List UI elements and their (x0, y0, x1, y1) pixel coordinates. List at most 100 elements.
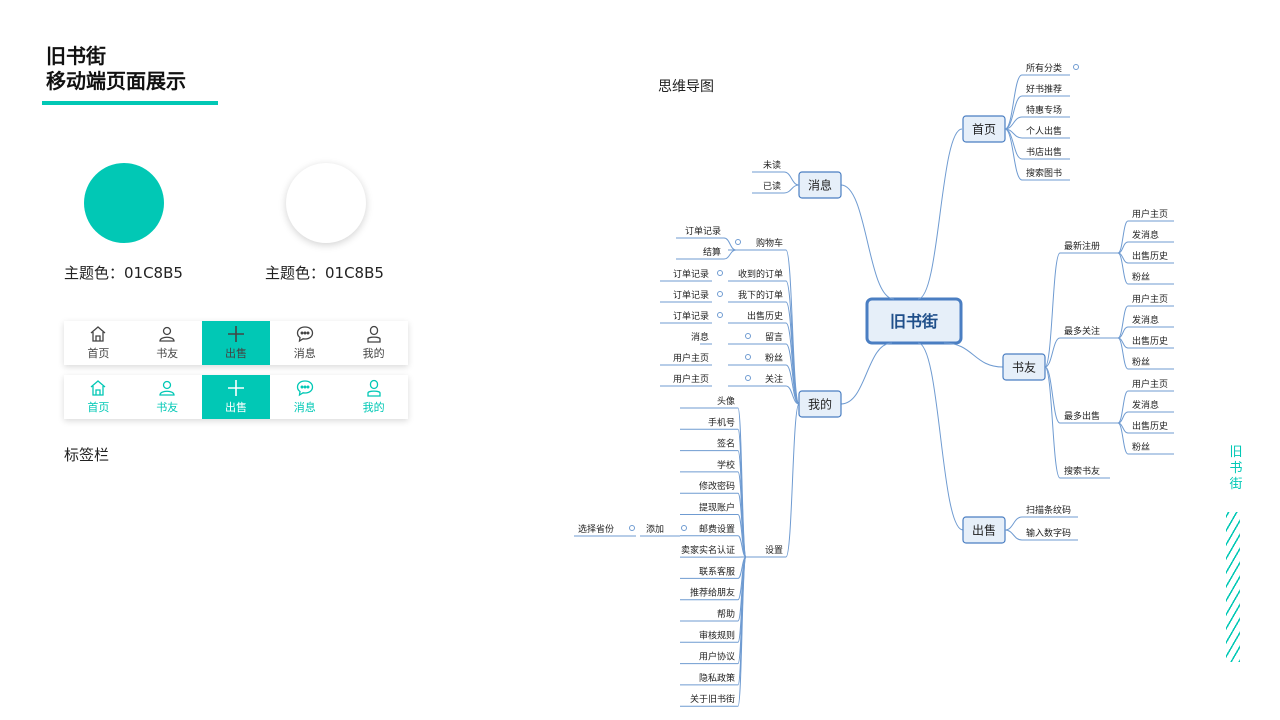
tab-home[interactable]: 首页 (64, 321, 133, 365)
tabbar-caption: 标签栏 (64, 446, 110, 464)
connector-line (1044, 252, 1061, 368)
theme-color-swatch (84, 163, 164, 243)
mine-group-5: 粉丝 (765, 352, 783, 364)
settings-chain-0: 添加 (646, 524, 664, 535)
tabbar-default: 首页 书友 出售 消息 我的 (64, 321, 408, 365)
tab-sell[interactable]: 出售 (201, 321, 271, 365)
tab-home[interactable]: 首页 (64, 375, 133, 419)
connector-line (1004, 95, 1023, 130)
collapse-dot (1073, 64, 1079, 70)
friend-leaf-2-3: 粉丝 (1132, 441, 1150, 453)
settings-leaf-7: 卖家实名认证 (681, 544, 735, 556)
swatch-label-1: 主题色：01C8B5 (64, 264, 183, 282)
tab-sell-label: 出售 (224, 347, 247, 360)
tab-friends-label: 书友 (156, 347, 179, 360)
settings-leaf-14: 关于旧书街 (690, 693, 735, 705)
connector-line (785, 403, 800, 558)
connector-line (723, 237, 737, 251)
connector-line (1044, 366, 1061, 479)
branch-line (917, 342, 964, 531)
tab-sell-label: 出售 (224, 401, 247, 414)
connector-line (1004, 74, 1023, 130)
mine-leaf-0-1: 结算 (703, 246, 721, 258)
mine-leaf-2: 订单记录 (673, 289, 709, 301)
plus-icon (227, 326, 244, 342)
person-icon (366, 325, 381, 343)
mine-group-4: 留言 (765, 331, 783, 343)
tab-messages-label: 消息 (293, 347, 316, 360)
connector-line (1117, 305, 1129, 339)
leaf-msg-1: 已读 (763, 180, 781, 192)
title-underline (42, 101, 218, 105)
mindmap-caption: 思维导图 (658, 79, 714, 95)
leaf-home-1: 好书推荐 (1026, 83, 1062, 95)
title-line2: 移动端页面展示 (46, 69, 186, 93)
connector-line (1004, 128, 1023, 181)
connector-line (1004, 116, 1023, 130)
settings-leaf-9: 推荐给朋友 (690, 587, 735, 599)
friend-search: 搜索书友 (1064, 465, 1100, 477)
tab-friends[interactable]: 书友 (133, 321, 202, 365)
mine-group-2: 我下的订单 (738, 289, 783, 301)
settings-leaf-0: 头像 (717, 395, 735, 407)
node-mine: 我的 (808, 396, 832, 411)
side-vertical-title: 旧书街 (1229, 445, 1243, 492)
settings-leaf-4: 修改密码 (699, 480, 735, 492)
tab-messages[interactable]: 消息 (270, 321, 339, 365)
tab-mine[interactable]: 我的 (339, 375, 408, 419)
tab-mine-label: 我的 (362, 401, 385, 414)
page-title: 旧书街 移动端页面展示 (46, 44, 186, 94)
mine-group-3: 出售历史 (747, 310, 783, 322)
collapse-dot (745, 375, 751, 381)
plus-icon (227, 380, 244, 396)
connector-line (785, 364, 800, 405)
mindmap-root: 旧书街 (890, 312, 938, 331)
mine-group-1: 收到的订单 (738, 268, 783, 280)
friend-leaf-1-3: 粉丝 (1132, 356, 1150, 368)
leaf-home-3: 个人出售 (1026, 125, 1062, 137)
leaf-sell-1: 输入数字码 (1026, 527, 1071, 539)
mindmap-root-box (865, 297, 963, 345)
branch-line (840, 342, 893, 405)
mine-leaf-4: 消息 (691, 331, 709, 343)
friend-leaf-0-3: 粉丝 (1132, 271, 1150, 283)
mine-group-6: 关注 (765, 373, 783, 385)
settings-leaf-11: 审核规则 (699, 629, 735, 641)
branch-line (943, 342, 1004, 368)
node-friends: 书友 (1012, 360, 1036, 374)
tabbar-active: 首页 书友 出售 消息 我的 (64, 375, 408, 419)
connector-line (1004, 516, 1023, 531)
friend-leaf-2-0: 用户主页 (1132, 378, 1168, 390)
tab-friends-label: 书友 (156, 401, 179, 414)
mine-leaf-5: 用户主页 (673, 352, 709, 364)
connector-line (737, 556, 747, 707)
node-sell: 出售 (972, 522, 996, 537)
leaf-home-2: 特惠专场 (1026, 104, 1062, 116)
person-icon (366, 379, 381, 397)
friend-group-1: 最多关注 (1064, 325, 1100, 337)
collapse-dot (629, 525, 635, 531)
tab-messages[interactable]: 消息 (270, 375, 339, 419)
tab-sell[interactable]: 出售 (201, 375, 271, 419)
collapse-dot (745, 333, 751, 339)
friend-leaf-2-1: 发消息 (1132, 399, 1159, 411)
friend-leaf-2-2: 出售历史 (1132, 420, 1168, 432)
collapse-dot (735, 239, 741, 245)
friend-leaf-1-0: 用户主页 (1132, 293, 1168, 305)
collapse-dot (717, 291, 723, 297)
mine-leaf-3: 订单记录 (673, 310, 709, 322)
node-home: 首页 (972, 122, 996, 136)
leaf-home-4: 书店出售 (1026, 146, 1062, 158)
tab-friends[interactable]: 书友 (133, 375, 202, 419)
home-icon (90, 326, 106, 342)
connector-line (1117, 390, 1129, 424)
user-icon (159, 380, 175, 396)
connector-line (783, 184, 800, 194)
friend-leaf-0-1: 发消息 (1132, 229, 1159, 241)
connector-line (1117, 220, 1129, 254)
settings-leaf-5: 提现账户 (699, 502, 735, 514)
tab-mine-label: 我的 (362, 347, 385, 360)
tab-mine[interactable]: 我的 (339, 321, 408, 365)
collapse-dot (745, 354, 751, 360)
connector-line (1117, 241, 1129, 254)
